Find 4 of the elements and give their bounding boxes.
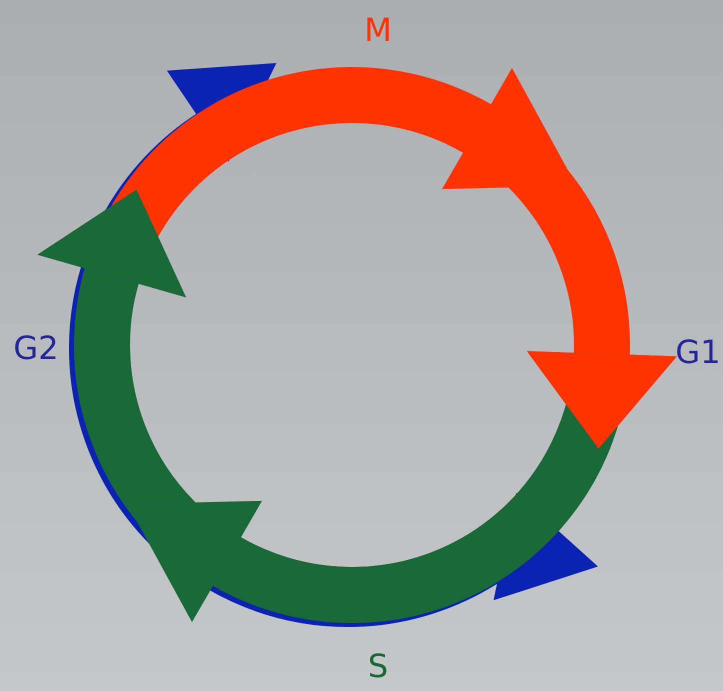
phase-label: S bbox=[368, 650, 388, 682]
phase-label: M bbox=[364, 14, 392, 46]
phase-label: G1 bbox=[675, 336, 721, 368]
phase-label: G2 bbox=[13, 332, 59, 364]
